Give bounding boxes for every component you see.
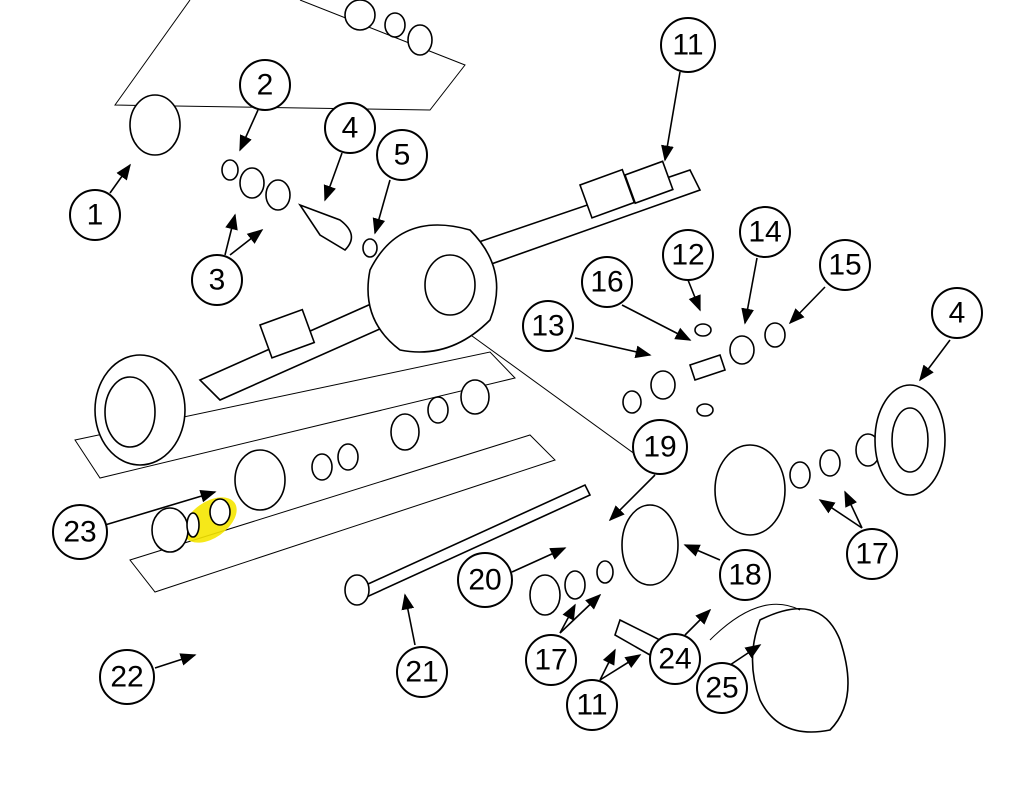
- svg-text:23: 23: [63, 516, 96, 549]
- callout-16[interactable]: 16: [581, 256, 633, 308]
- svg-text:20: 20: [468, 564, 501, 597]
- callout-24[interactable]: 24: [649, 633, 701, 685]
- callout-12[interactable]: 12: [662, 229, 714, 281]
- svg-text:14: 14: [748, 216, 781, 249]
- callout-3[interactable]: 3: [191, 254, 243, 306]
- svg-text:16: 16: [590, 266, 623, 299]
- callout-20[interactable]: 20: [457, 552, 513, 608]
- callout-23[interactable]: 23: [52, 504, 108, 560]
- svg-text:4: 4: [342, 112, 359, 145]
- svg-text:13: 13: [531, 310, 564, 343]
- callout-21[interactable]: 21: [396, 646, 448, 698]
- svg-text:3: 3: [209, 264, 226, 297]
- callout-22[interactable]: 22: [99, 649, 155, 705]
- callout-15[interactable]: 15: [819, 239, 871, 291]
- svg-text:17: 17: [855, 538, 888, 571]
- callout-18[interactable]: 18: [719, 549, 771, 601]
- callout-17-bottom[interactable]: 17: [525, 634, 577, 686]
- callout-25[interactable]: 25: [696, 662, 748, 714]
- svg-text:11: 11: [576, 689, 607, 722]
- svg-text:21: 21: [405, 656, 438, 689]
- callout-2[interactable]: 2: [239, 59, 291, 111]
- svg-text:2: 2: [257, 69, 274, 102]
- callout-4-right[interactable]: 4: [931, 287, 983, 339]
- svg-text:17: 17: [534, 644, 567, 677]
- callout-13[interactable]: 13: [522, 300, 574, 352]
- svg-text:5: 5: [394, 139, 411, 172]
- callout-11-top[interactable]: 11: [660, 17, 716, 73]
- svg-text:15: 15: [828, 249, 861, 282]
- svg-text:24: 24: [658, 643, 691, 676]
- callout-5[interactable]: 5: [376, 129, 428, 181]
- callout-19[interactable]: 19: [632, 419, 688, 475]
- leader-arrows: [104, 71, 951, 681]
- callouts: 1 2 3 4 5 11 12 16 14 15 13 4 19 23 17 1…: [52, 17, 983, 731]
- callout-11-bottom[interactable]: 11: [566, 679, 618, 731]
- callout-1[interactable]: 1: [69, 189, 121, 241]
- callout-17-right[interactable]: 17: [846, 528, 898, 580]
- svg-text:22: 22: [110, 661, 143, 694]
- svg-text:4: 4: [949, 297, 966, 330]
- svg-text:11: 11: [672, 29, 703, 62]
- parts: [94, 0, 946, 733]
- svg-text:19: 19: [643, 431, 676, 464]
- svg-text:1: 1: [87, 199, 104, 232]
- svg-text:12: 12: [671, 239, 704, 272]
- svg-text:18: 18: [728, 559, 761, 592]
- callout-14[interactable]: 14: [739, 206, 791, 258]
- callout-4-top[interactable]: 4: [324, 102, 376, 154]
- svg-text:25: 25: [705, 672, 738, 705]
